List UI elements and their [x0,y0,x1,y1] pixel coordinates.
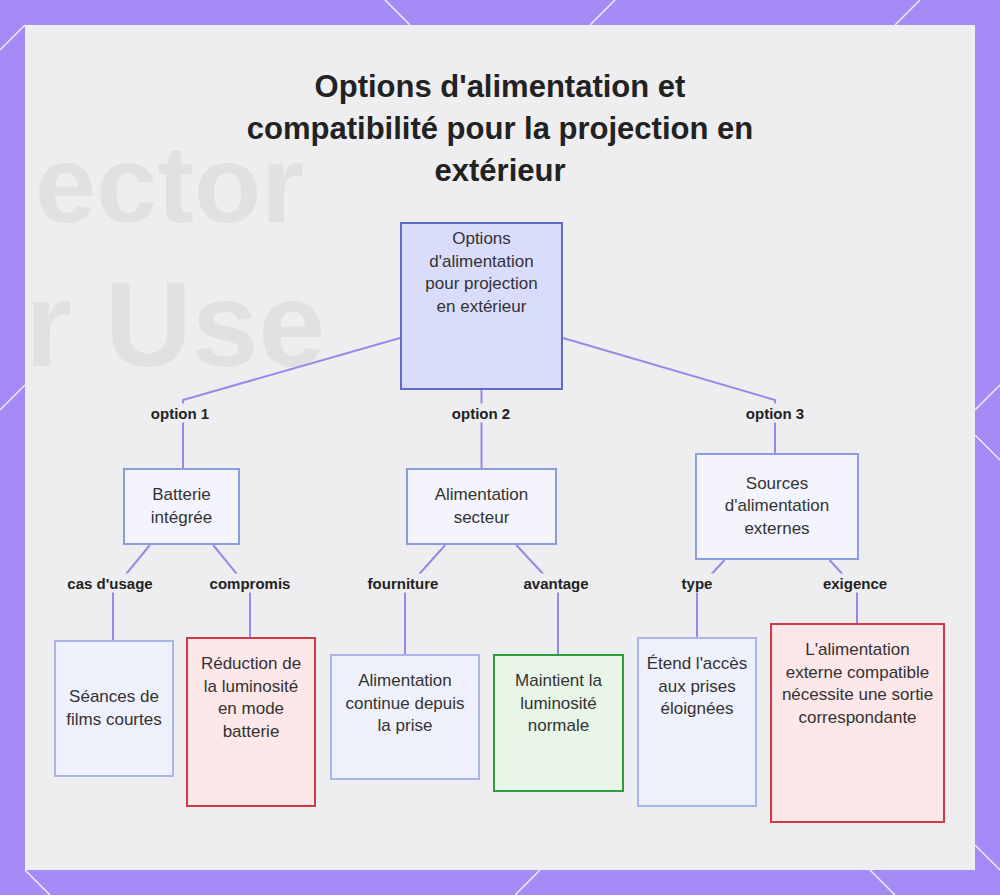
edge-label: avantage [520,574,591,593]
node-text: Options d'alimentation pour projection e… [414,228,549,318]
process-box: Alimentation continue depuis la prise [330,654,480,780]
node-text: Sources d'alimentation externes [703,473,851,541]
node-text: Maintient la luminosité normale [501,670,616,738]
connector-line [516,545,558,654]
edge-label: fourniture [365,574,442,593]
process-box: Réduction de la luminosité en mode batte… [186,637,316,807]
process-box: Maintient la luminosité normale [493,654,624,792]
edge-label: option 2 [449,404,513,423]
connector-line [183,338,400,468]
edge-label: compromis [207,574,294,593]
process-box: Batterie intégrée [123,468,240,545]
node-text: L'alimentation externe compatible nécess… [778,639,937,729]
process-box: Étend l'accès aux prises éloignées [637,637,757,807]
process-box: L'alimentation externe compatible nécess… [770,623,945,823]
node-text: Séances de films courtes [62,686,166,731]
edge-label: cas d'usage [64,574,155,593]
node-text: Réduction de la luminosité en mode batte… [194,653,308,743]
connector-line [697,560,725,637]
root-box: Options d'alimentation pour projection e… [400,222,563,390]
edge-label: option 1 [148,404,212,423]
node-text: Batterie intégrée [131,484,232,529]
connector-line [405,545,445,654]
node-text: Alimentation continue depuis la prise [338,670,472,738]
connector-line [481,390,483,468]
diagram-title: Options d'alimentation et compatibilité … [215,66,785,192]
process-box: Séances de films courtes [54,640,174,777]
connector-line [113,545,150,640]
connector-line [563,338,775,453]
edge-label: option 3 [743,404,807,423]
node-text: Étend l'accès aux prises éloignées [645,653,749,721]
node-text: Alimentation secteur [414,484,549,529]
edge-label: type [679,574,716,593]
process-box: Sources d'alimentation externes [695,453,859,560]
edge-label: exigence [820,574,890,593]
process-box: Alimentation secteur [406,468,557,545]
